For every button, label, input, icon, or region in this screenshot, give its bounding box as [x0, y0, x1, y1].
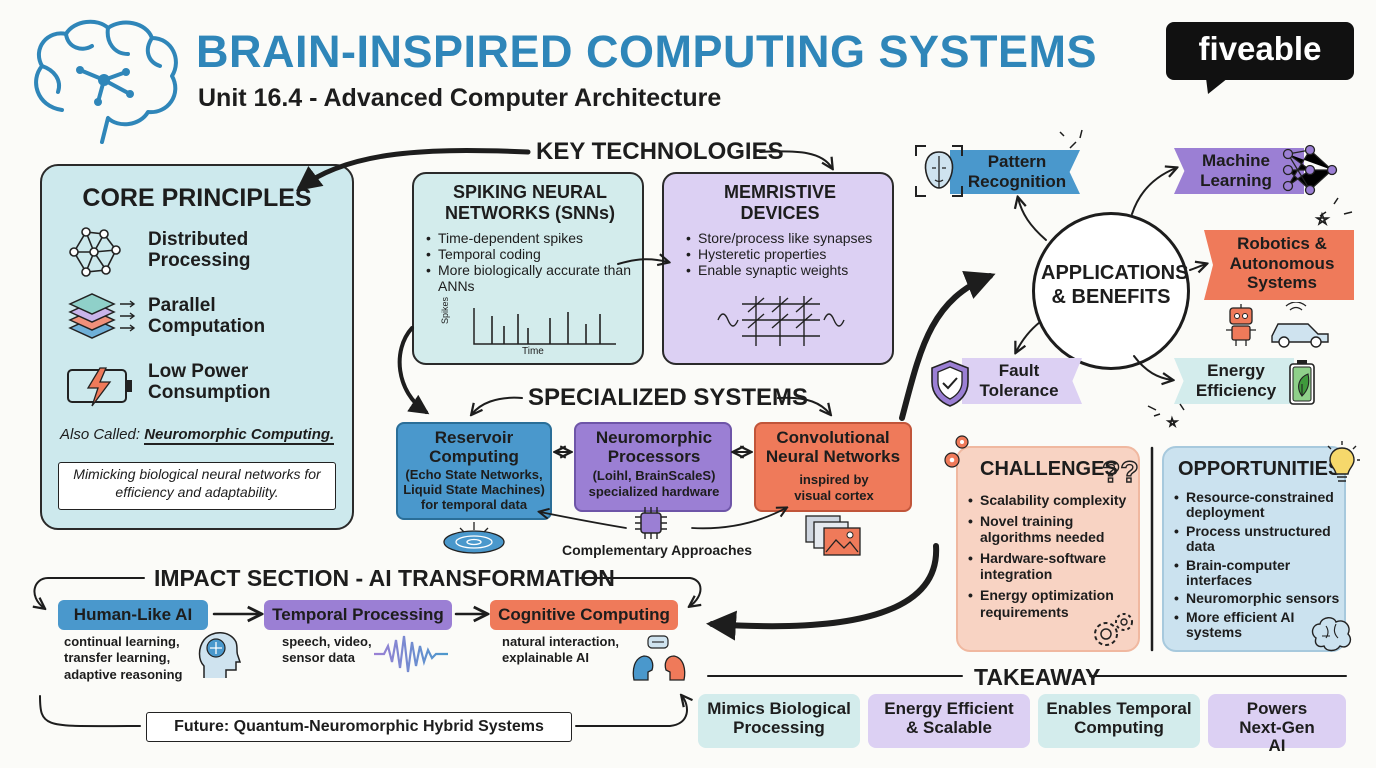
cognitive-computing-pill: Cognitive Computing: [490, 600, 678, 630]
logo-tail-icon: [1206, 78, 1228, 94]
neural-net-icon: [1282, 144, 1338, 196]
list-item: Enable synaptic weights: [684, 262, 894, 278]
list-item: Novel training algorithms needed: [966, 513, 1138, 545]
list-item: Store/process like synapses: [684, 230, 894, 246]
list-item: Hardware-software integration: [966, 550, 1138, 582]
shield-icon: [931, 360, 969, 407]
snn-card: SPIKING NEURAL NETWORKS (SNNs) Time-depe…: [412, 172, 644, 365]
temporal-processing-pill: Temporal Processing: [264, 600, 452, 630]
specialized-systems-label: SPECIALIZED SYSTEMS: [528, 384, 809, 411]
list-item: Hysteretic properties: [684, 246, 894, 262]
human-like-ai-pill: Human-Like AI: [58, 600, 208, 630]
robot-car-icon: [1226, 302, 1329, 348]
also-called-line: Also Called: Neuromorphic Computing.: [60, 426, 350, 445]
core-item-label: Low Power Consumption: [148, 361, 271, 403]
core-note-text: Mimicking biological neural networks for…: [73, 466, 321, 500]
reservoir-card: Reservoir Computing (Echo State Networks…: [396, 422, 552, 520]
list-item: Resource-constrained deployment: [1172, 489, 1344, 521]
opportunities-panel: OPPORTUNITIES Resource-constrained deplo…: [1162, 446, 1346, 652]
list-item: Time-dependent spikes: [424, 230, 644, 246]
list-item: Scalability complexity: [966, 492, 1138, 508]
face-scan-icon: [915, 145, 963, 197]
crossbar-icon: [717, 296, 845, 346]
core-item-label: Parallel Computation: [148, 295, 266, 337]
takeaway-card: Enables Temporal Computing: [1038, 694, 1200, 748]
list-item: Neuromorphic sensors: [1172, 590, 1344, 607]
lightbulb-icon: [1327, 441, 1360, 482]
cnn-title: Convolutional Neural Networks: [765, 428, 901, 466]
snn-title: SPIKING NEURAL NETWORKS (SNNs): [445, 182, 615, 223]
machine-learning-tag: Machine Learning: [1174, 148, 1304, 194]
cognitive-computing-desc: natural interaction, explainable AI: [502, 634, 620, 666]
opportunities-title: OPPORTUNITIES: [1178, 458, 1342, 480]
neuromorphic-title: Neuromorphic Processors: [595, 428, 713, 466]
also-called-term: Neuromorphic Computing.: [144, 426, 335, 445]
gears-small-icon: [944, 435, 969, 468]
gears-icon: [1094, 613, 1133, 646]
battery-bolt-icon: [67, 367, 132, 407]
complementary-label: Complementary Approaches: [562, 542, 753, 558]
spike-x-axis-label: Time: [522, 346, 544, 357]
core-principles-panel: CORE PRINCIPLES Distributed Processing P…: [40, 164, 354, 530]
layers-icon: [68, 293, 136, 339]
page-title: BRAIN-INSPIRED COMPUTING SYSTEMS: [196, 26, 1098, 77]
cnn-desc: inspired by visual cortex: [794, 472, 874, 503]
page-subtitle: Unit 16.4 - Advanced Computer Architectu…: [198, 84, 722, 112]
challenges-panel: CHALLENGES Scalability complexity Novel …: [956, 446, 1140, 652]
human-like-ai-desc: continual learning, transfer learning, a…: [64, 634, 183, 682]
memristive-card: MEMRISTIVE DEVICES Store/process like sy…: [662, 172, 894, 365]
future-banner-text: Future: Quantum-Neuromorphic Hybrid Syst…: [174, 718, 544, 735]
snn-bullets: Time-dependent spikes Temporal coding Mo…: [424, 230, 644, 294]
spike-train-chart: [473, 308, 616, 345]
memristive-bullets: Store/process like synapses Hysteretic p…: [684, 230, 894, 278]
question-marks-icon: ??: [1101, 455, 1139, 488]
battery-leaf-icon: [1289, 360, 1315, 405]
cnn-card: Convolutional Neural Networks inspired b…: [754, 422, 912, 512]
neuromorphic-card: Neuromorphic Processors (Loihl, BrainSca…: [574, 422, 732, 512]
challenges-title: CHALLENGES: [980, 458, 1118, 480]
takeaway-card: Energy Efficient & Scalable: [868, 694, 1030, 748]
key-technologies-label: KEY TECHNOLOGIES: [536, 138, 784, 165]
applications-hub-label: APPLICATIONS & BENEFITS: [1041, 262, 1189, 308]
spike-y-axis-label: Spikes: [440, 296, 450, 324]
applications-hub: APPLICATIONS & BENEFITS: [1032, 212, 1190, 370]
reservoir-desc: (Echo State Networks, Liquid State Machi…: [403, 467, 545, 512]
fault-tolerance-tag: Fault Tolerance: [962, 358, 1082, 404]
pattern-recognition-tag: Pattern Recognition: [950, 150, 1080, 194]
takeaway-card: Powers Next-Gen AI: [1208, 694, 1346, 755]
core-note-banner: Mimicking biological neural networks for…: [58, 462, 336, 510]
takeaway-label: TAKEAWAY: [974, 664, 1101, 690]
future-banner: Future: Quantum-Neuromorphic Hybrid Syst…: [146, 712, 572, 742]
memristive-title: MEMRISTIVE DEVICES: [723, 182, 836, 223]
impact-label: IMPACT SECTION - AI TRANSFORMATION: [154, 565, 615, 591]
challenges-list: Scalability complexity Novel training al…: [966, 492, 1138, 620]
brain-small-icon: [1311, 617, 1352, 652]
temporal-processing-desc: speech, video, sensor data: [282, 634, 372, 666]
svg-text:??: ??: [1102, 456, 1139, 488]
network-icon: [69, 227, 121, 277]
head-brain-icon: [198, 632, 242, 678]
list-item: Brain-computer interfaces: [1172, 557, 1344, 589]
brain-icon: [34, 19, 178, 144]
chip-icon: [635, 507, 667, 539]
takeaway-card: Mimics Biological Processing: [698, 694, 860, 748]
fiveable-logo: fiveable: [1166, 22, 1354, 80]
reservoir-title: Reservoir Computing: [429, 428, 519, 466]
list-item: Temporal coding: [424, 246, 644, 262]
list-item: Process unstructured data: [1172, 523, 1344, 555]
core-item-label: Distributed Processing: [148, 229, 251, 271]
list-item: More biologically accurate than ANNs: [424, 262, 644, 294]
waveform-icon: [374, 635, 448, 673]
image-stack-icon: [805, 515, 861, 556]
list-item: Energy optimization requirements: [966, 587, 1138, 619]
core-principles-title: CORE PRINCIPLES: [82, 184, 312, 212]
chat-heads-icon: [632, 635, 686, 681]
robotics-tag: Robotics & Autonomous Systems: [1204, 230, 1354, 300]
also-called-prefix: Also Called:: [60, 426, 141, 443]
neuromorphic-desc: (Loihl, BrainScaleS) specialized hardwar…: [588, 468, 720, 499]
water-ripple-icon: [443, 522, 505, 554]
list-item: More efficient AI systems: [1172, 609, 1344, 641]
opportunities-list: Resource-constrained deployment Process …: [1172, 489, 1344, 641]
energy-efficiency-tag: Energy Efficiency: [1174, 358, 1294, 404]
